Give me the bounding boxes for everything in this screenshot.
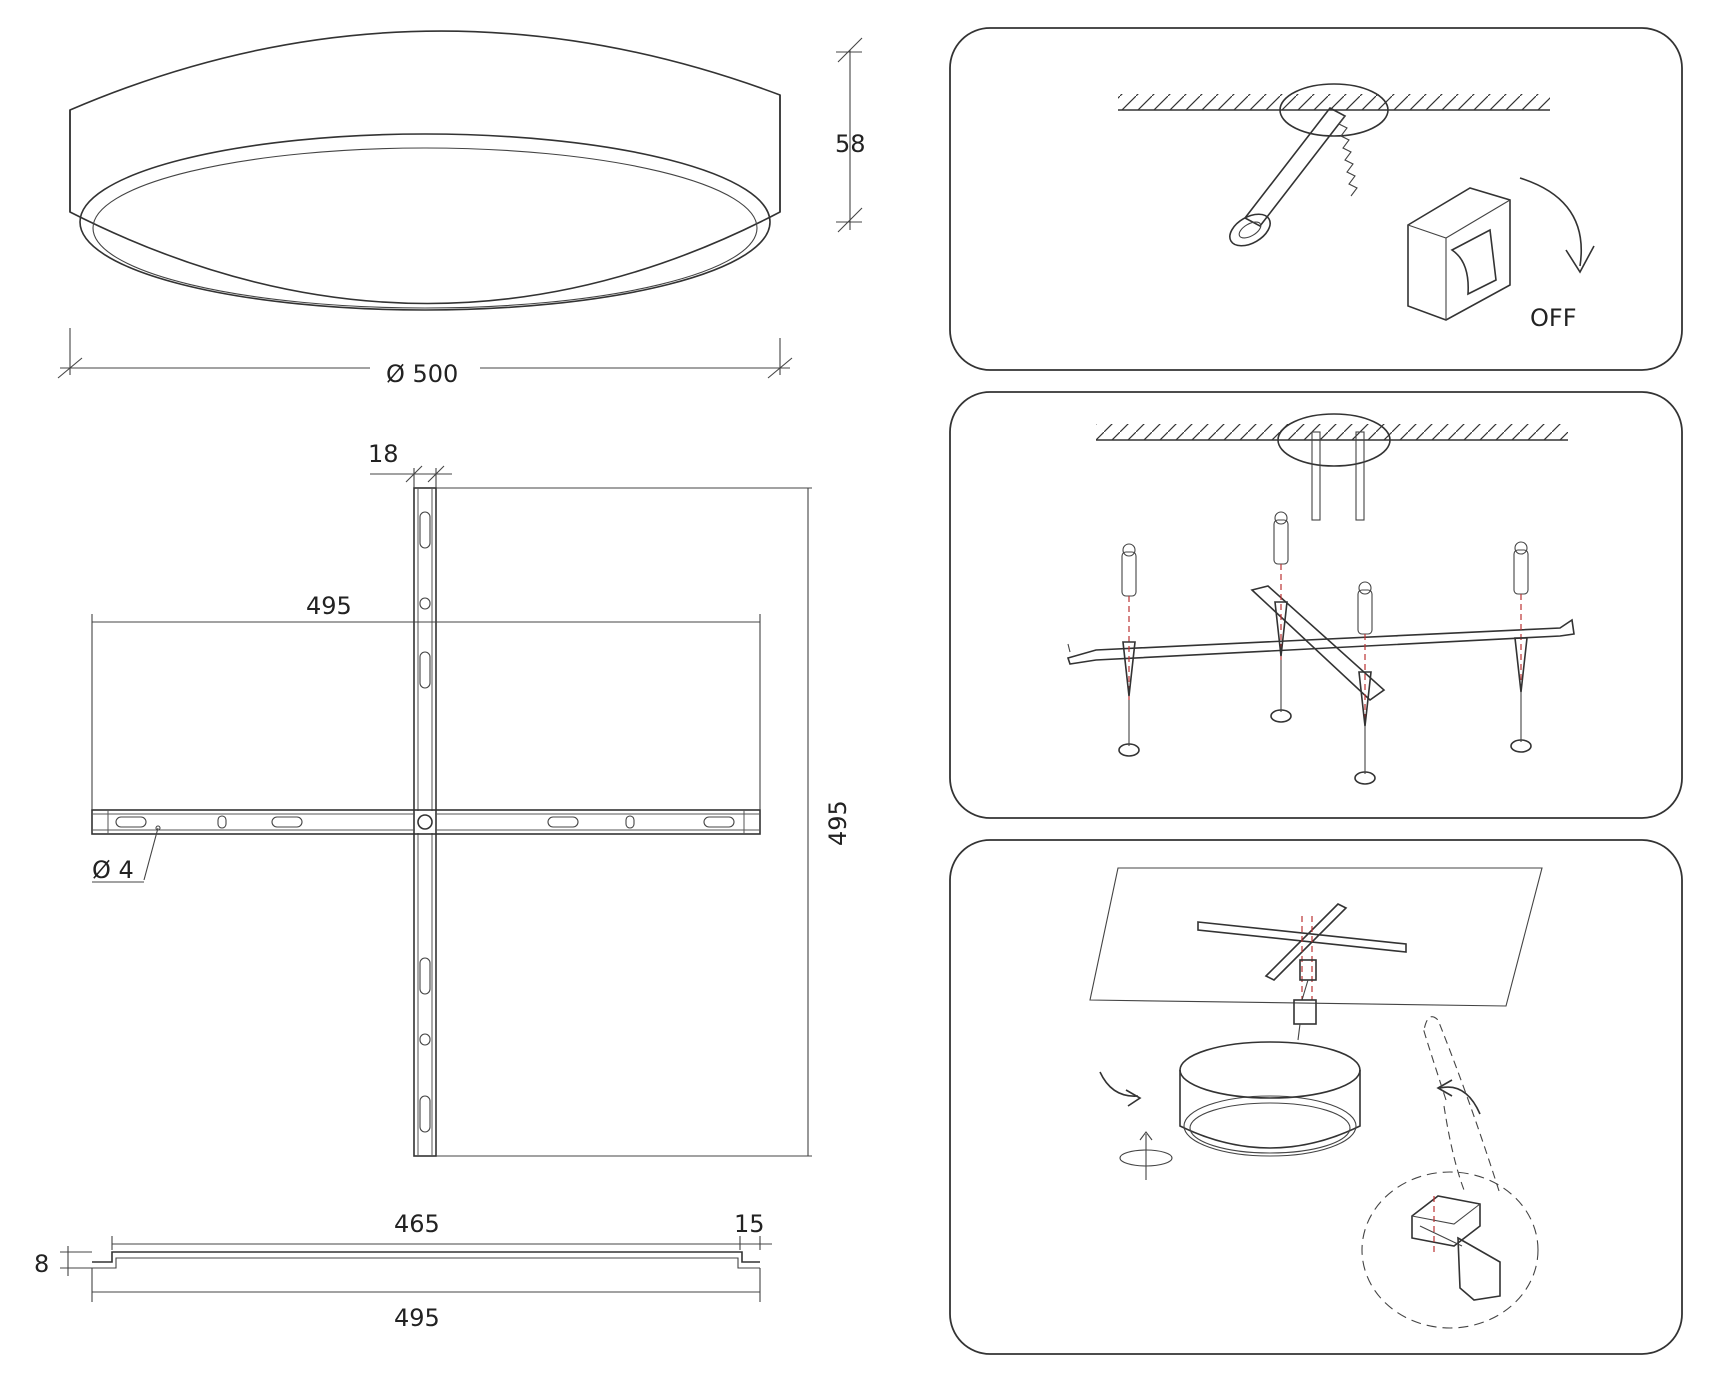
- vertical-span-dimension: 495: [436, 487, 852, 1157]
- light-switch-icon: [1407, 187, 1511, 321]
- hole-dimension: Ø 4: [92, 827, 159, 884]
- rotate-icon: [1119, 1131, 1173, 1180]
- detail-callout: [1361, 1171, 1539, 1329]
- bar-width-dimension: 18: [368, 440, 452, 488]
- inner-length-label: 465: [394, 1210, 440, 1238]
- hole-label: Ø 4: [92, 856, 134, 884]
- screwdriver-icon: [1229, 106, 1358, 247]
- bar-width-label: 18: [368, 440, 399, 468]
- screw-icon: [1118, 601, 1532, 785]
- step-1-panel: OFF: [949, 27, 1683, 371]
- height-label: 58: [835, 130, 866, 158]
- thickness-label: 8: [34, 1250, 49, 1278]
- lamp-side-view: [69, 30, 781, 311]
- clip-detail-icon: [1411, 1195, 1501, 1301]
- cross-bracket-top-view: [91, 487, 761, 1157]
- lamp-installed-icon: [1179, 1041, 1361, 1157]
- step-3-panel: [949, 839, 1683, 1355]
- step-2-panel: [949, 391, 1683, 819]
- horizontal-span-dimension: 495: [91, 592, 761, 810]
- vertical-span-label: 495: [824, 800, 852, 846]
- bracket-side-profile: 465 15 8 495: [34, 1210, 772, 1332]
- end-offset-label: 15: [734, 1210, 765, 1238]
- switch-off-label: OFF: [1530, 304, 1577, 332]
- height-dimension: 58: [835, 37, 866, 233]
- horizontal-span-label: 495: [306, 592, 352, 620]
- total-length-label: 495: [394, 1304, 440, 1332]
- diameter-label: Ø 500: [386, 360, 458, 388]
- diameter-dimension: Ø 500: [57, 328, 793, 388]
